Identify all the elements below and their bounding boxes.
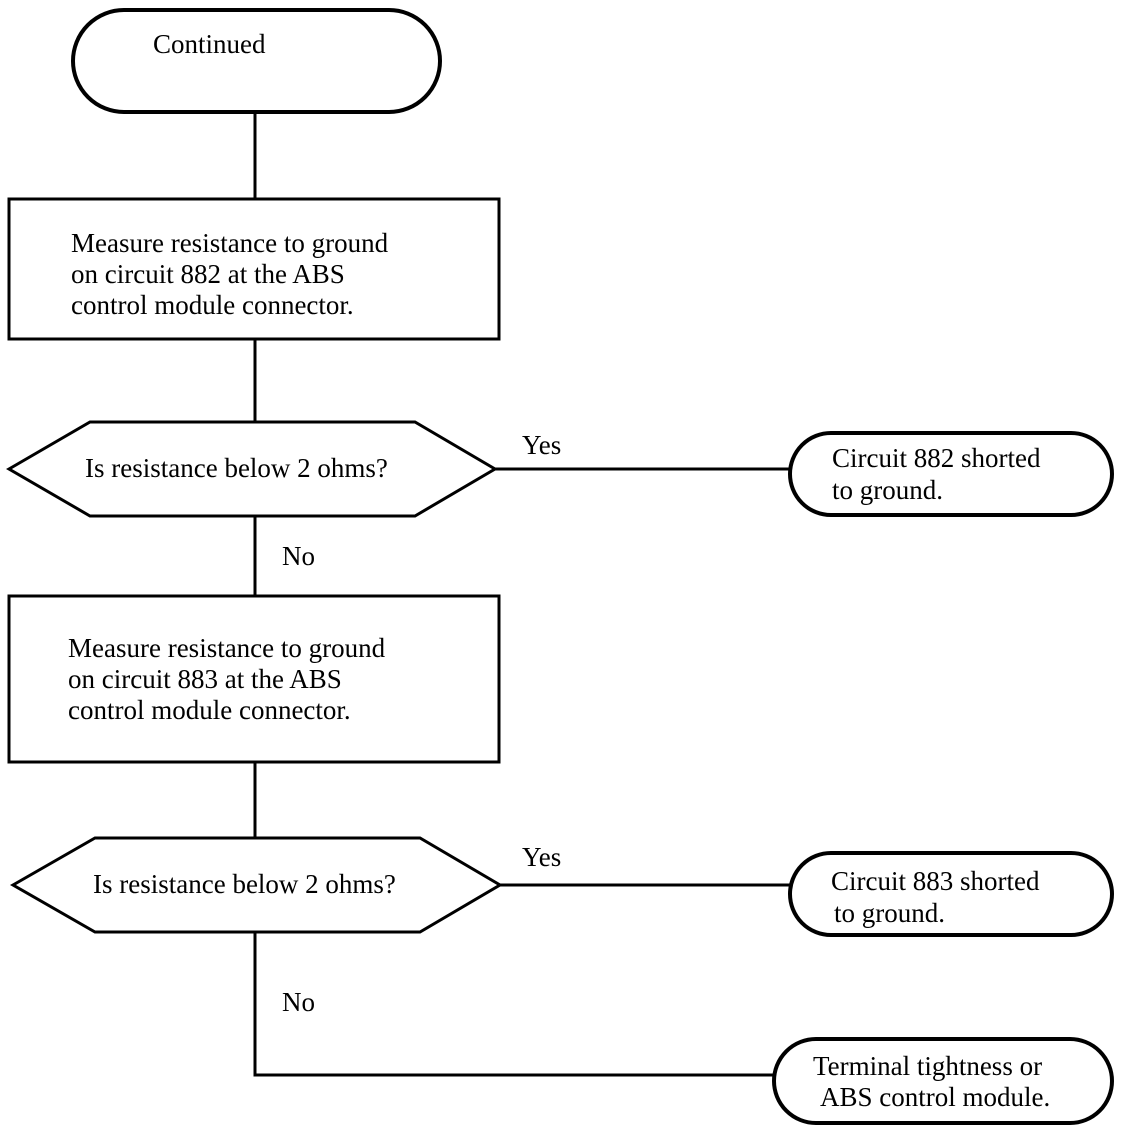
no-label-1: No [282, 541, 315, 571]
result-terminator-circuit-882-line-2: to ground. [832, 475, 943, 505]
result-terminator-abs-module-line-1: Terminal tightness or [813, 1051, 1042, 1081]
start-terminator: Continued [71, 8, 442, 114]
decision-diamond-2: Is resistance below 2 ohms? [9, 836, 503, 934]
decision-diamond-1-label: Is resistance below 2 ohms? [85, 453, 388, 483]
result-terminator-circuit-882-line-1: Circuit 882 shorted [832, 443, 1041, 473]
result-terminator-circuit-883-line-1: Circuit 883 shorted [831, 866, 1040, 896]
yes-label-2: Yes [522, 842, 561, 872]
decision-diamond-1-shape [6, 420, 498, 518]
connector-decision2-no [253, 932, 774, 1077]
decision-diamond-1: Is resistance below 2 ohms? [6, 420, 498, 518]
process-box-circuit-882-line-2: on circuit 882 at the ABS [71, 259, 345, 289]
result-terminator-circuit-882-shape [788, 431, 1114, 517]
result-terminator-abs-module-shape [772, 1037, 1114, 1125]
process-box-circuit-882-line-3: control module connector. [71, 290, 354, 320]
process-box-circuit-883-shape [7, 594, 501, 764]
yes-label-1: Yes [522, 430, 561, 460]
process-box-circuit-882-line-1: Measure resistance to ground [71, 228, 389, 258]
start-terminator-shape [71, 8, 442, 114]
process-box-circuit-883-line-3: control module connector. [68, 695, 351, 725]
result-terminator-circuit-882: Circuit 882 shorted to ground. [788, 431, 1114, 517]
no-label-2: No [282, 987, 315, 1017]
result-terminator-circuit-883-shape [788, 851, 1114, 937]
result-terminator-circuit-883: Circuit 883 shorted to ground. [788, 851, 1114, 937]
process-box-circuit-882: Measure resistance to ground on circuit … [7, 197, 501, 341]
connectors [253, 112, 790, 1077]
process-box-circuit-883: Measure resistance to ground on circuit … [7, 594, 501, 764]
result-terminator-circuit-883-line-2: to ground. [834, 898, 945, 928]
process-box-circuit-883-line-1: Measure resistance to ground [68, 633, 386, 663]
process-box-circuit-882-shape [7, 197, 501, 341]
result-terminator-abs-module: Terminal tightness or ABS control module… [772, 1037, 1114, 1125]
result-terminator-abs-module-line-2: ABS control module. [820, 1082, 1050, 1112]
decision-diamond-2-shape [9, 836, 503, 934]
process-box-circuit-883-line-2: on circuit 883 at the ABS [68, 664, 342, 694]
decision-diamond-2-label: Is resistance below 2 ohms? [93, 869, 396, 899]
start-terminator-label: Continued [153, 29, 266, 59]
